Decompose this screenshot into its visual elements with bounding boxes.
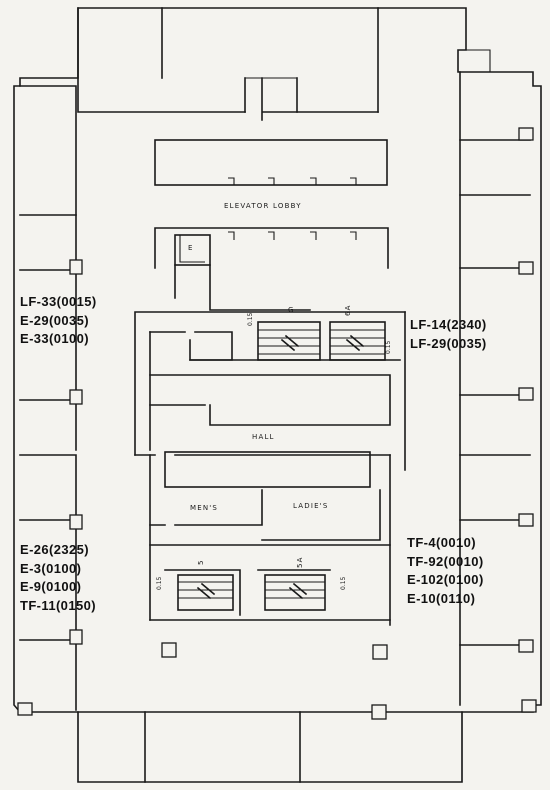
stair-5a-label: 5A: [296, 556, 304, 568]
office-code: LF-33(0015): [20, 294, 97, 309]
elevator-lobby-label: ELEVATOR LOBBY: [224, 202, 302, 210]
office-code: E-26(2325): [20, 542, 90, 557]
office-code: E-29(0035): [20, 312, 90, 328]
washroom-core: [134, 451, 391, 626]
office-code: TF-4(0010): [407, 535, 477, 550]
east-lower-codes: TF-4(0010) TF-92(0010) E-102(0100) E-10(…: [407, 534, 484, 608]
bottom-offices: [77, 642, 463, 783]
stair-5-label: 5: [197, 559, 205, 565]
core-north: [134, 311, 406, 471]
west-upper-codes: LF-33(0015) E-29(0035) E-33(0100): [20, 293, 97, 349]
east-offices: [459, 71, 537, 713]
hall-label: HALL: [252, 433, 275, 441]
east-upper-codes: LF-14(2340) LF-29(0035): [410, 316, 487, 353]
office-code: E-9(0100): [20, 579, 82, 594]
office-code: E-33(0100): [20, 331, 90, 346]
outer-wall: [13, 7, 542, 783]
office-code: E-102(0100): [407, 572, 484, 587]
stair-g-label: G: [288, 306, 295, 314]
west-lower-codes: E-26(2325) E-3(0100) E-9(0100) TF-11(015…: [20, 541, 96, 615]
stair-note: 0.15: [156, 576, 163, 590]
mens-room-label: MEN'S: [190, 504, 218, 512]
ladies-room-label: LADIE'S: [293, 502, 329, 510]
stair-note: 0.15: [385, 340, 392, 354]
office-code: TF-92(0010): [407, 553, 484, 569]
elevator-lobby: [154, 139, 389, 311]
west-offices: [17, 85, 83, 716]
stair-note: 0.15: [247, 312, 254, 326]
office-code: LF-29(0035): [410, 335, 487, 351]
office-code: E-3(0100): [20, 560, 82, 576]
office-code: E-10(0110): [407, 590, 476, 606]
office-code: LF-14(2340): [410, 317, 487, 332]
elevator-label: E: [188, 244, 194, 252]
stair-note: 0.15: [340, 576, 347, 590]
stair-6a-label: 6A: [344, 304, 352, 316]
office-code: TF-11(0150): [20, 597, 96, 613]
top-offices: [77, 7, 379, 121]
